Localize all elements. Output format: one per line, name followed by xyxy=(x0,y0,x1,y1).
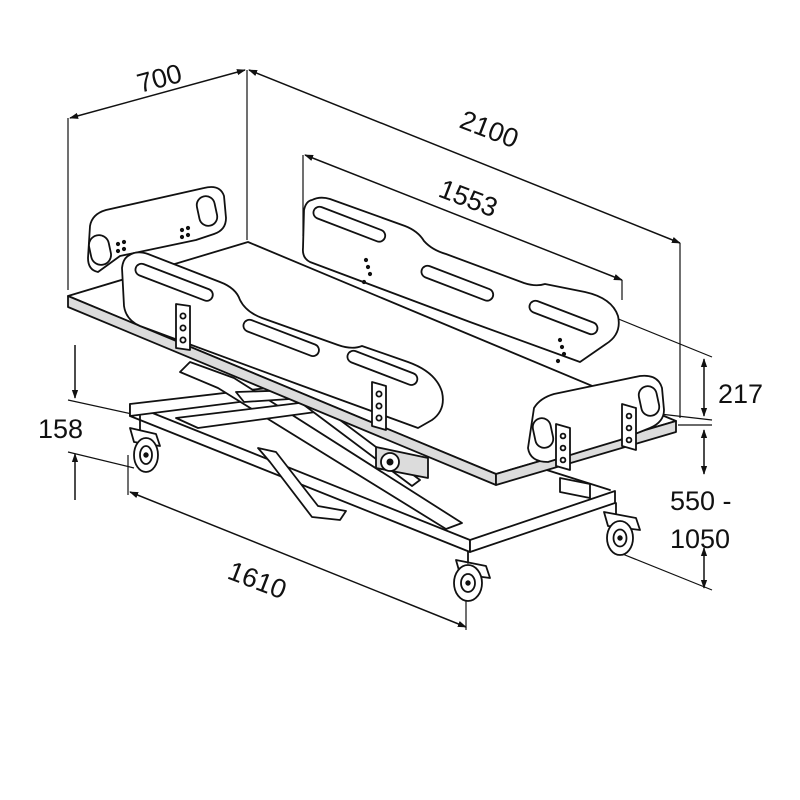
castor-rear-right xyxy=(603,511,641,556)
back-rail-holes xyxy=(361,257,567,364)
base-length-label: 1610 xyxy=(224,556,291,606)
frame-height-label: 158 xyxy=(38,414,83,444)
length-label: 2100 xyxy=(456,105,523,155)
castor-front-right xyxy=(453,559,491,602)
rail-height-label: 217 xyxy=(718,379,763,409)
height-range-label-line2: 1050 xyxy=(670,524,730,554)
width-label: 700 xyxy=(134,58,185,99)
dimension-lines xyxy=(67,69,713,630)
height-range-label-line1: 550 - xyxy=(670,486,732,516)
side-rail-length-label: 1553 xyxy=(435,174,502,224)
rail-brackets xyxy=(175,303,387,431)
head-board-holes xyxy=(115,225,191,254)
head-end-board xyxy=(87,186,227,273)
castor-wheels xyxy=(129,415,641,602)
castor-front-left xyxy=(129,427,161,473)
front-side-rail xyxy=(121,251,444,431)
back-side-rail xyxy=(301,196,620,364)
foot-end-board xyxy=(527,374,665,471)
